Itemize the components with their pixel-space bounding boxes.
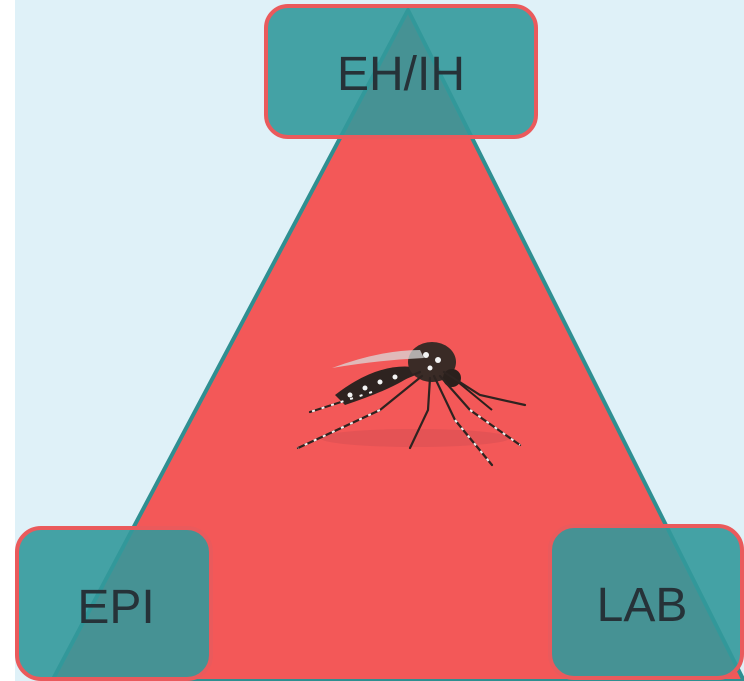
- eh-ih-label: EH/IH: [337, 48, 465, 101]
- epi-box: EPI: [17, 528, 211, 679]
- epi-label: EPI: [77, 581, 154, 634]
- lab-box: LAB: [550, 526, 742, 678]
- eh-ih-box: EH/IH: [266, 6, 536, 137]
- lab-label: LAB: [597, 579, 688, 632]
